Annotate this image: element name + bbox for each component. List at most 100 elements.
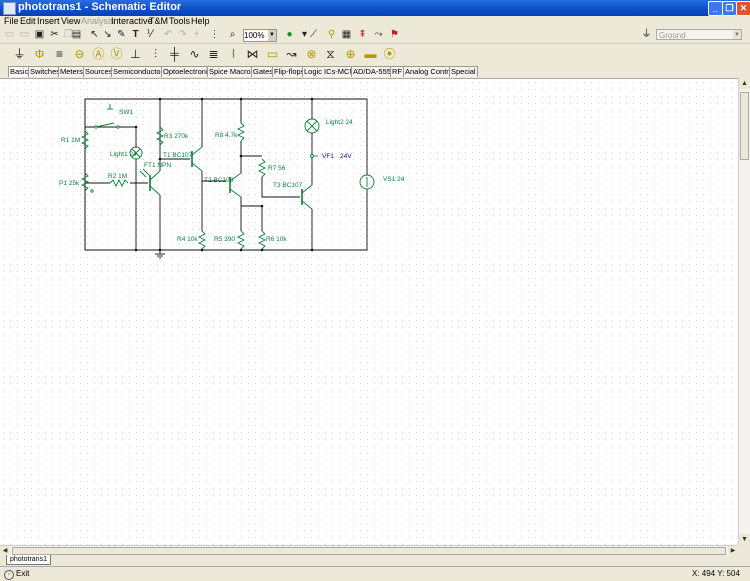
r7-label: R7 56 (268, 165, 286, 172)
tab-basic[interactable]: Basic (8, 66, 31, 77)
r3-resistor[interactable] (155, 126, 165, 146)
pencil-icon[interactable]: ✎ (117, 29, 126, 40)
led-icon[interactable]: ⦿ (383, 47, 396, 61)
sw1-switch[interactable] (94, 104, 120, 129)
paste-icon[interactable]: ▤ (71, 29, 82, 40)
tab-special[interactable]: Special (449, 66, 478, 77)
grid-icon[interactable]: ⋮ (209, 29, 220, 40)
transistor-icon[interactable]: ⧖ (326, 47, 335, 61)
r7-resistor[interactable] (257, 158, 267, 178)
transformer-icon[interactable]: ≣ (208, 47, 219, 61)
component-search-icon[interactable]: ⚲ (327, 29, 336, 40)
menu-tools[interactable]: Tools (169, 16, 191, 26)
fuse-icon[interactable]: ▭ (266, 47, 279, 61)
select-arrow-icon[interactable]: ↖ (90, 29, 99, 40)
tab-ad-da-555[interactable]: AD/DA-555 (351, 66, 393, 77)
macro-icon[interactable]: ▦ (341, 29, 352, 40)
resistor-icon[interactable]: ⫶ (153, 47, 157, 61)
scroll-left-icon[interactable]: ◀ (0, 546, 10, 556)
menu-tm[interactable]: T&M (149, 16, 168, 26)
coil-icon[interactable]: ⦚ (232, 47, 235, 61)
tab-sources[interactable]: Sources (83, 66, 115, 77)
r2-resistor[interactable] (109, 178, 129, 188)
voltmeter-icon[interactable]: Ⓥ (110, 47, 123, 61)
tab-optoelectronic[interactable]: Optoelectronic (161, 66, 214, 77)
ft1-phototransistor[interactable] (139, 168, 161, 196)
tab-rf[interactable]: RF (390, 66, 404, 77)
relay-icon[interactable]: ⋈ (246, 47, 259, 61)
cut-icon[interactable]: ✂ (50, 29, 59, 40)
generator-icon[interactable]: ⊕ (345, 47, 356, 61)
cursor-coordinates: X: 494 Y: 504 (692, 569, 740, 578)
ground-select[interactable]: Ground ▼ (656, 29, 742, 40)
zoom-select[interactable]: 100% ▼ (243, 29, 277, 42)
component-tabs: Basic Switches Meters Sources Semiconduc… (0, 66, 750, 77)
save-icon[interactable]: ▣ (34, 29, 45, 40)
light2-lamp[interactable] (304, 118, 320, 134)
r8-resistor[interactable] (236, 122, 246, 142)
switch-spdt-icon[interactable]: ↝ (286, 47, 297, 61)
current-source-icon[interactable]: ⊖ (74, 47, 85, 61)
undo-icon[interactable]: ↶ (164, 29, 173, 40)
route-icon[interactable]: ⤳ (374, 29, 383, 40)
new-icon[interactable]: ▭ (4, 29, 15, 40)
inductor-icon[interactable]: ∿ (189, 47, 200, 61)
vertical-scrollbar[interactable]: ▲ ▼ (738, 78, 750, 545)
formula-icon[interactable]: ⅟ (146, 29, 153, 40)
lamp-icon[interactable]: ⊗ (306, 47, 317, 61)
tab-switches[interactable]: Switches (28, 66, 63, 77)
open-icon[interactable]: ▭ (19, 29, 30, 40)
r5-resistor[interactable] (236, 230, 246, 250)
probe-icon[interactable]: ⟋ (310, 29, 317, 40)
wire-tool-icon[interactable]: ↘ (103, 29, 112, 40)
pin-icon[interactable]: ⇞ (358, 29, 367, 40)
scroll-right-icon[interactable]: ▶ (728, 546, 738, 556)
menu-insert[interactable]: Insert (37, 16, 60, 26)
vertical-scroll-thumb[interactable] (740, 92, 749, 160)
close-button[interactable]: ✕ (736, 1, 750, 16)
menu-view[interactable]: View (61, 16, 81, 26)
tab-meters[interactable]: Meters (58, 66, 85, 77)
vf1-voltage-pin[interactable] (310, 154, 319, 158)
text-tool-icon[interactable]: T (132, 29, 139, 40)
r4-resistor[interactable] (197, 230, 207, 250)
menu-edit[interactable]: Edit (20, 16, 36, 26)
redo-icon[interactable]: ↷ (178, 29, 187, 40)
exit-icon[interactable]: ◦ (4, 570, 14, 580)
switch-icon[interactable]: ⊥ (130, 47, 141, 61)
ground-component-icon[interactable]: ⏚ (13, 47, 26, 61)
tab-spice-macros[interactable]: Spice Macros (207, 66, 257, 77)
flag-icon[interactable]: ⚑ (390, 29, 399, 40)
voltage-source-icon[interactable]: Φ (34, 47, 45, 61)
scroll-down-icon[interactable]: ▼ (739, 534, 750, 545)
battery-icon[interactable]: ≡ (55, 47, 63, 61)
zoom-icon[interactable]: ⌕ (229, 29, 236, 40)
horizontal-scrollbar[interactable]: ◀ ▶ (0, 545, 738, 556)
t1-transistor[interactable] (191, 146, 203, 172)
r1-resistor[interactable] (80, 130, 90, 150)
menu-file[interactable]: File (4, 16, 19, 26)
dc-analysis-icon[interactable]: ● (286, 29, 293, 40)
r6-resistor[interactable] (257, 230, 267, 250)
diode-icon[interactable]: ▬ (364, 47, 377, 61)
menu-analysis[interactable]: Analysis (81, 16, 115, 26)
t3-transistor[interactable] (301, 184, 313, 210)
t2-transistor[interactable] (229, 172, 242, 198)
schematic-canvas[interactable]: SW1 R1 1M Light1 24 FT1 NPN R2 1M P1 25k… (0, 78, 738, 546)
horizontal-scroll-thumb[interactable] (12, 547, 726, 555)
scroll-up-icon[interactable]: ▲ (739, 78, 750, 89)
ammeter-icon[interactable]: Ⓐ (92, 47, 105, 61)
minimize-button[interactable]: _ (708, 1, 723, 16)
sheet-tab-phototrans1[interactable]: phototrans1 (6, 555, 51, 565)
vs1-source[interactable] (359, 174, 375, 190)
exit-label[interactable]: Exit (16, 569, 30, 578)
menu-help[interactable]: Help (191, 16, 210, 26)
dc-mode-icon[interactable]: ▾ (301, 29, 308, 40)
maximize-button[interactable]: ❐ (722, 1, 737, 16)
junction-dots (134, 97, 314, 252)
capacitor-icon[interactable]: ╪ (170, 47, 179, 61)
menu-interactive[interactable]: Interactive (111, 16, 153, 26)
ground-tool-icon[interactable]: ⏚ (641, 29, 652, 40)
add-icon[interactable]: + (193, 29, 200, 40)
copy-icon[interactable]: ❐ (64, 29, 73, 40)
